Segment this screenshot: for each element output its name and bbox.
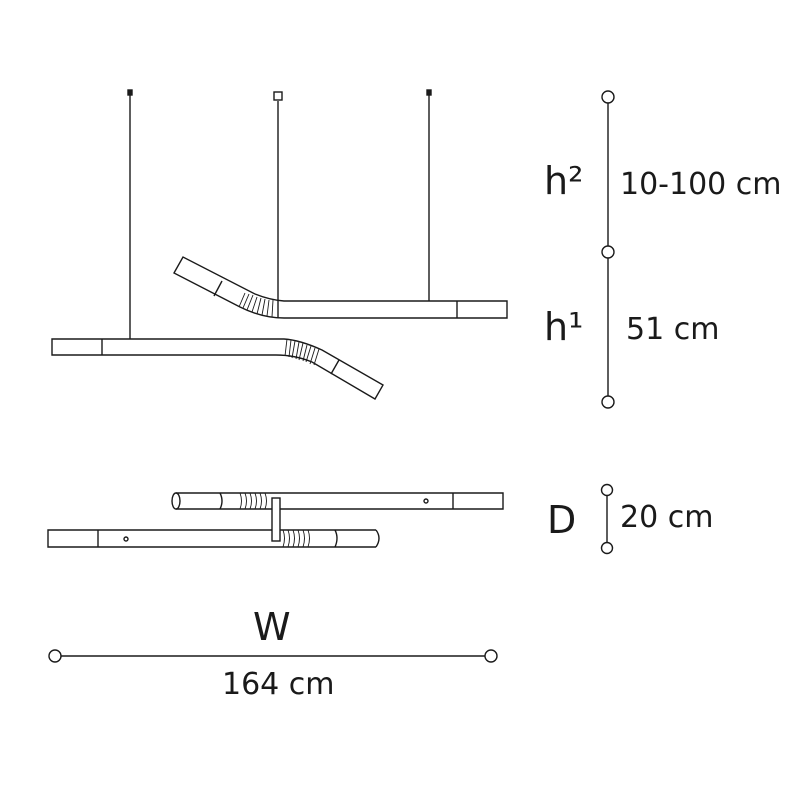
- width-symbol: W: [253, 605, 291, 649]
- h1-value: 51 cm: [626, 312, 720, 347]
- depth-value: 20 cm: [620, 500, 714, 535]
- h2-value: 10-100 cm: [620, 167, 782, 202]
- upper-arm-front: [173, 256, 508, 319]
- width-value: 164 cm: [222, 667, 335, 702]
- lower-arm-front: [51, 338, 384, 400]
- depth-dimension-line: [600, 483, 614, 555]
- h2-symbol: h²: [544, 159, 584, 203]
- suspension-cables: [127, 89, 432, 339]
- top-view: [47, 492, 504, 548]
- depth-symbol: D: [547, 498, 577, 542]
- h1-symbol: h¹: [544, 305, 584, 349]
- width-dimension-line: [48, 649, 498, 663]
- height-dimension-line: [601, 90, 615, 409]
